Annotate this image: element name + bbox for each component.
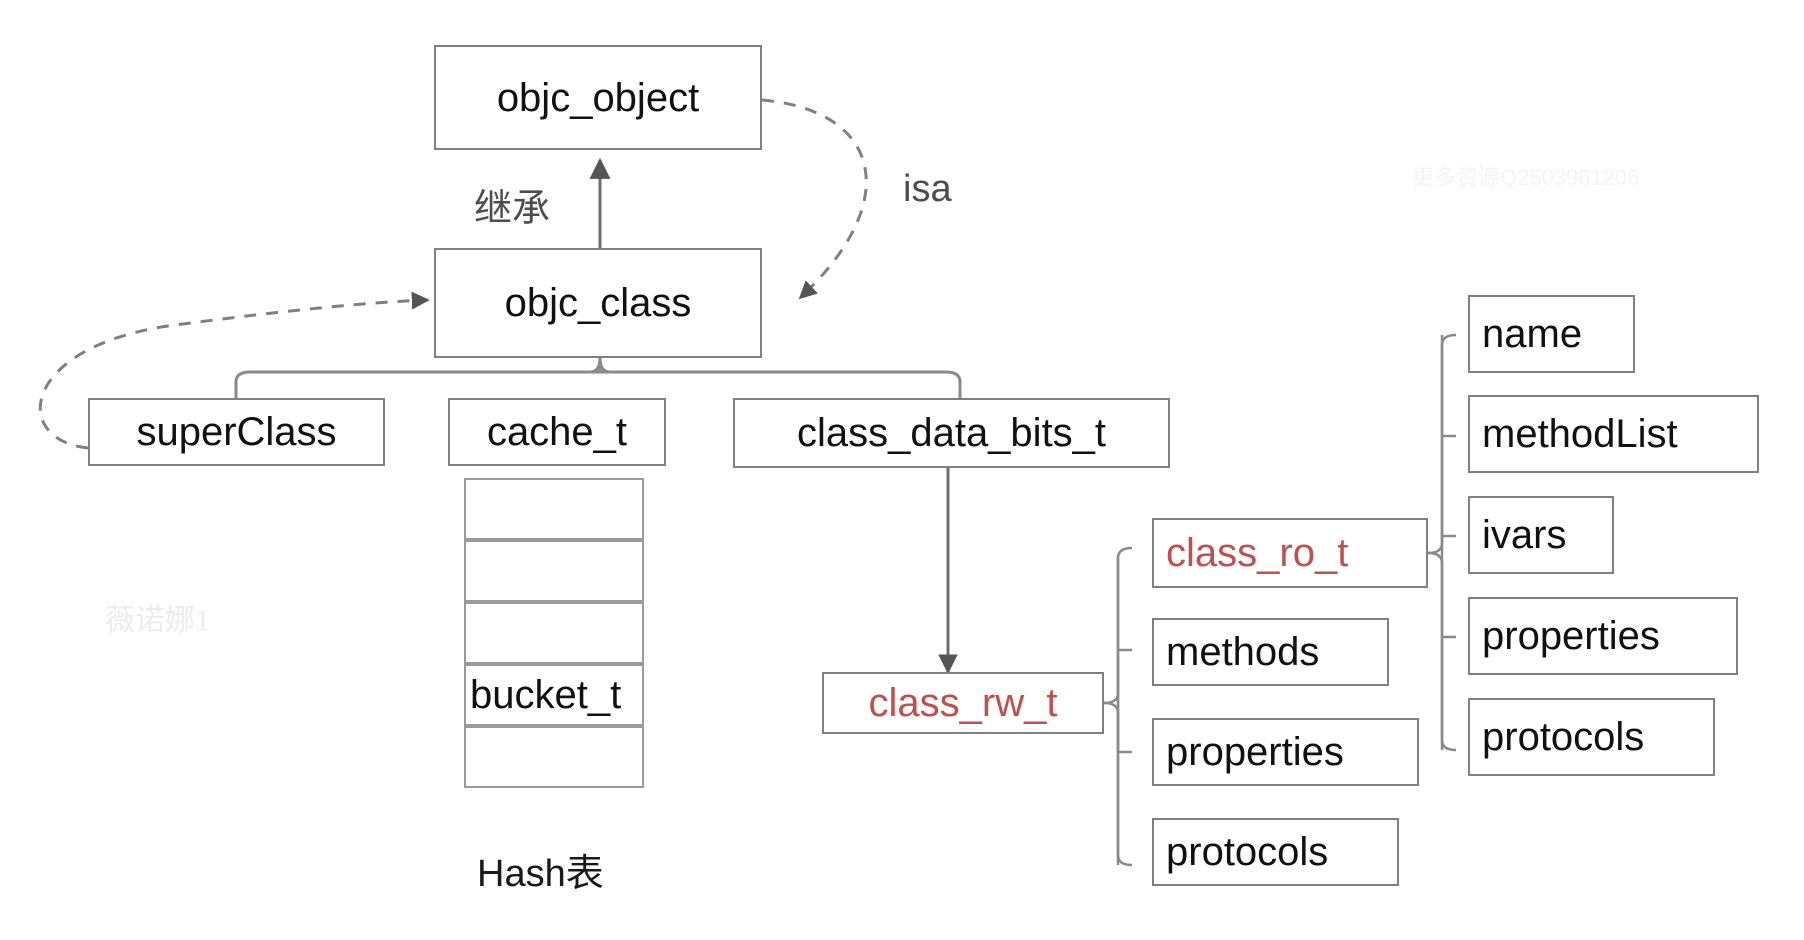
hash-table-caption: Hash表 <box>477 853 604 895</box>
edge-class-members <box>234 357 962 398</box>
hash-cell[interactable] <box>464 602 644 664</box>
node-cache-t[interactable]: cache_t <box>448 398 666 466</box>
node-superclass[interactable]: superClass <box>88 398 385 466</box>
node-ro-ivars[interactable]: ivars <box>1468 496 1614 574</box>
watermark-left: 薇诺娜1 <box>105 604 210 637</box>
node-ro-protocols[interactable]: protocols <box>1468 698 1715 776</box>
hash-cell-bucket-t[interactable]: bucket_t <box>464 664 644 726</box>
node-ro-properties[interactable]: properties <box>1468 597 1738 675</box>
node-ro-methodlist[interactable]: methodList <box>1468 395 1759 473</box>
node-rw-properties[interactable]: properties <box>1152 718 1419 786</box>
node-ro-name[interactable]: name <box>1468 295 1635 373</box>
hash-cell[interactable] <box>464 726 644 788</box>
edge-rw-children <box>1103 546 1133 867</box>
label-isa: isa <box>903 168 952 210</box>
hash-cell[interactable] <box>464 540 644 602</box>
hash-cell[interactable] <box>464 478 644 540</box>
node-objc-class[interactable]: objc_class <box>434 248 762 358</box>
edge-isa <box>761 98 868 300</box>
label-inheritance: 继承 <box>474 188 551 230</box>
node-class-ro-t[interactable]: class_ro_t <box>1152 518 1428 588</box>
node-objc-object[interactable]: objc_object <box>434 45 762 150</box>
node-rw-protocols[interactable]: protocols <box>1152 818 1399 886</box>
edge-ro-children <box>1427 333 1457 752</box>
node-rw-methods[interactable]: methods <box>1152 618 1389 686</box>
node-class-rw-t[interactable]: class_rw_t <box>822 672 1104 734</box>
watermark-right: 更多资源Q2503961206 <box>1412 165 1640 190</box>
node-class-data-bits-t[interactable]: class_data_bits_t <box>733 398 1170 468</box>
